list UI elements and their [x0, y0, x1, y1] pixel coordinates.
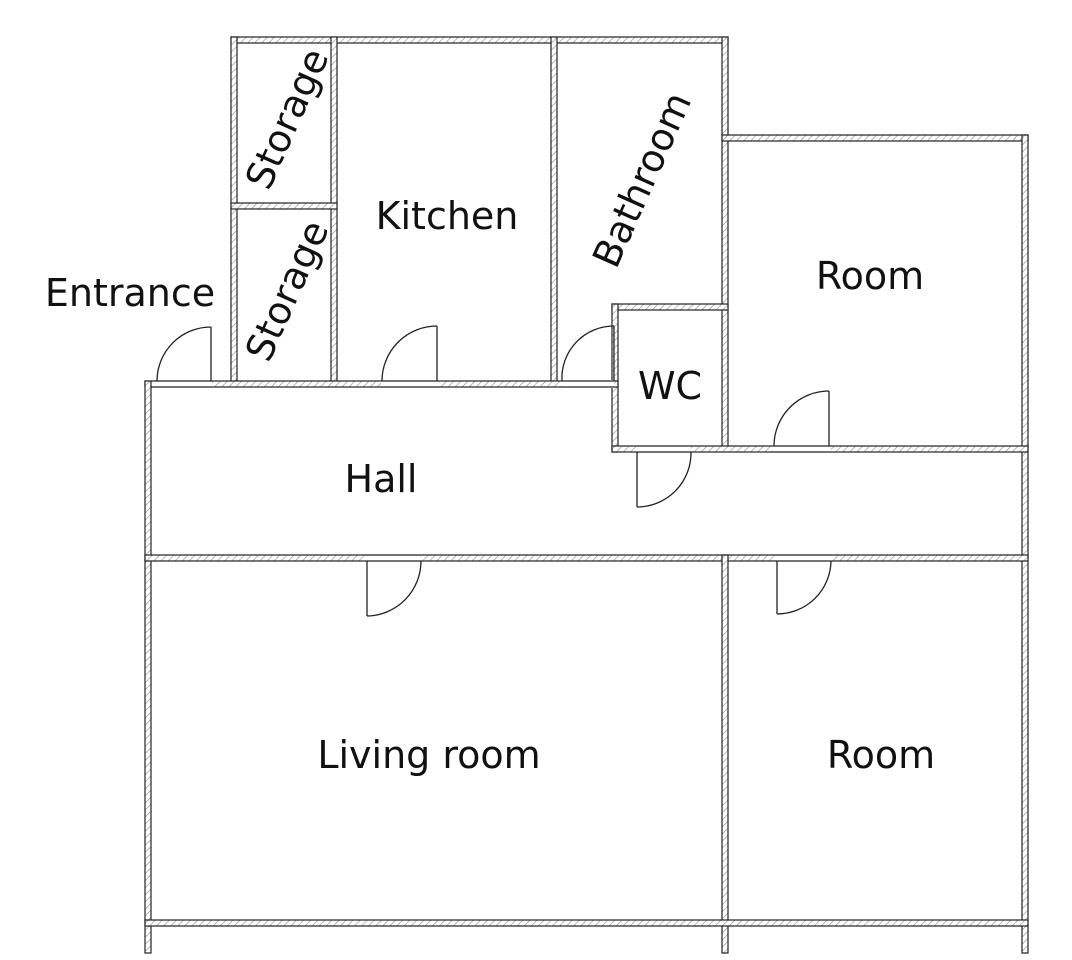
wall-kitchen-bathroom: [550, 36, 558, 386]
label-wc: WC: [638, 364, 702, 408]
door-entrance: [152, 326, 212, 388]
wall-living-room-right: [721, 554, 729, 954]
label-room-top: Room: [816, 254, 924, 298]
label-room-bottom: Room: [827, 733, 935, 777]
wall-wc-top: [611, 303, 729, 311]
wall-top-block-left: [230, 36, 238, 386]
door-bathroom: [561, 325, 615, 388]
label-storage-top: Storage: [237, 42, 338, 196]
wall-storage-kitchen: [330, 36, 338, 386]
wall-room-top-top: [721, 134, 1029, 142]
label-living-room: Living room: [317, 733, 540, 777]
label-hall: Hall: [345, 457, 418, 501]
wall-bottom: [144, 919, 1029, 927]
wall-top-block-right: [721, 36, 729, 448]
label-storage-bottom: Storage: [237, 214, 338, 368]
wall-hall-left: [144, 380, 152, 954]
label-entrance: Entrance: [45, 271, 215, 315]
wall-hall-bottom: [144, 554, 1029, 562]
door-living-room: [365, 554, 422, 617]
door-room-top: [773, 390, 831, 453]
door-kitchen: [381, 325, 439, 388]
label-bathroom: Bathroom: [584, 86, 700, 274]
door-wc: [636, 445, 692, 508]
door-room-bottom: [775, 554, 832, 615]
walls: [144, 36, 1029, 954]
doors: [152, 325, 832, 617]
label-kitchen: Kitchen: [376, 194, 519, 238]
room-labels: Entrance Storage Storage Kitchen Bathroo…: [45, 42, 935, 777]
wall-storage-divider: [230, 202, 338, 210]
wall-room-top-right: [1021, 134, 1029, 954]
wall-top-block-top: [230, 36, 729, 44]
